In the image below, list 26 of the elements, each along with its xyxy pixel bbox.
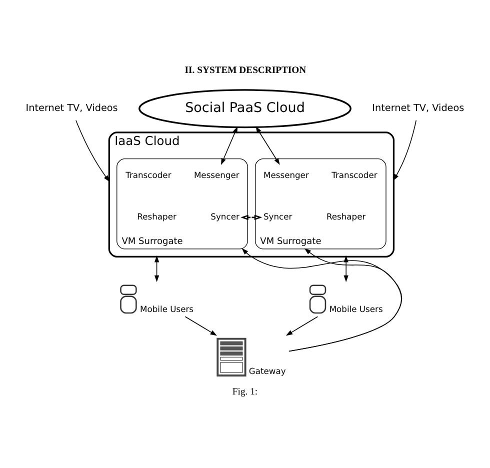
node-picture	[216, 337, 246, 376]
node-text: Transcoder	[126, 169, 172, 180]
node-label: Mobile Users	[329, 304, 383, 314]
arrow	[256, 126, 280, 164]
node-text: Internet TV, Videos	[372, 102, 464, 114]
node-text: Reshaper	[137, 211, 176, 222]
arrow	[76, 119, 110, 182]
node-text: Messenger	[194, 169, 240, 180]
node-text: Reshaper	[326, 211, 366, 222]
arrow	[184, 316, 218, 336]
node-text: Messenger	[264, 169, 309, 180]
node-text: Syncer	[210, 211, 240, 222]
arrow	[220, 126, 238, 164]
node-ellipse: Social PaaS Cloud	[138, 88, 352, 128]
node-label: Gateway	[248, 366, 286, 376]
arrow	[393, 119, 417, 180]
diagram-title: II. SYSTEM DESCRIPTION	[184, 64, 306, 76]
node-text: Syncer	[263, 211, 292, 222]
node-text: Transcoder	[332, 169, 378, 180]
arrow	[154, 255, 160, 282]
arrow	[242, 248, 402, 352]
node-label: Mobile Users	[140, 304, 194, 314]
caption: Fig. 1:	[232, 386, 258, 397]
node-text: Internet TV, Videos	[26, 102, 118, 114]
arrow	[286, 316, 318, 336]
arrow	[240, 214, 262, 220]
